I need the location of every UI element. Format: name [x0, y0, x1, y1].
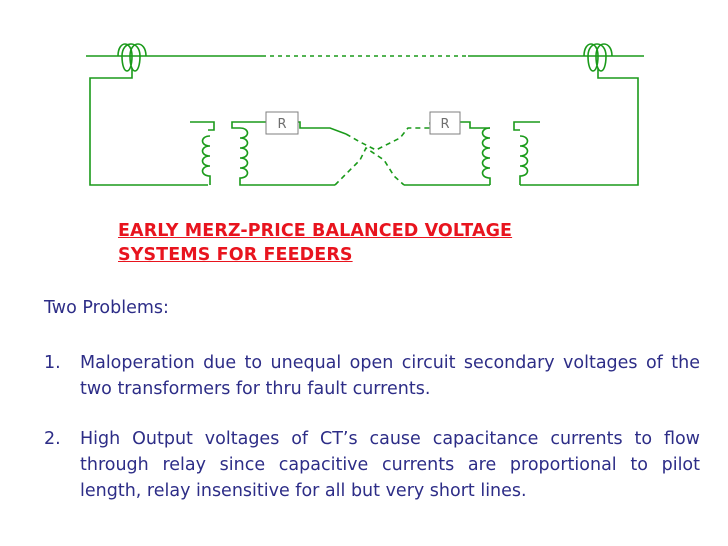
left-relay-label: R — [277, 117, 286, 132]
left-relay-coil — [239, 127, 335, 186]
diagram-caption: EARLY MERZ-PRICE BALANCED VOLTAGE SYSTEM… — [118, 219, 512, 267]
right-secondary-wire — [513, 68, 639, 186]
caption-line-2: SYSTEMS FOR FEEDERS — [118, 245, 353, 265]
problem-number: 2. — [44, 429, 61, 449]
left-ct-primary-coil — [117, 43, 147, 72]
right-ct-primary-coil — [583, 43, 613, 72]
right-relay-label: R — [440, 117, 449, 132]
right-relay-coil — [481, 127, 491, 185]
pilot-crossover-1 — [345, 122, 431, 151]
pilot-crossover-2 — [334, 146, 405, 186]
left-relay-box — [265, 111, 299, 135]
problem-number: 1. — [44, 353, 61, 373]
problem-item: 1. Maloperation due to unequal open circ… — [44, 350, 700, 402]
problems-heading: Two Problems: — [44, 298, 169, 318]
problem-text: Maloperation due to unequal open circuit… — [80, 353, 700, 399]
left-ct-secondary-coil — [201, 135, 211, 185]
caption-line-1: EARLY MERZ-PRICE BALANCED VOLTAGE — [118, 221, 513, 241]
problems-list: 1. Maloperation due to unequal open circ… — [44, 350, 700, 528]
circuit-diagram: R R — [86, 43, 644, 186]
left-secondary-wire — [89, 68, 215, 186]
problem-item: 2. High Output voltages of CT’s cause ca… — [44, 426, 700, 504]
right-ct-secondary-coil — [519, 135, 529, 185]
problem-text: High Output voltages of CT’s cause capac… — [80, 429, 700, 501]
left-relay-wire — [231, 121, 347, 135]
right-relay-box — [429, 111, 461, 135]
